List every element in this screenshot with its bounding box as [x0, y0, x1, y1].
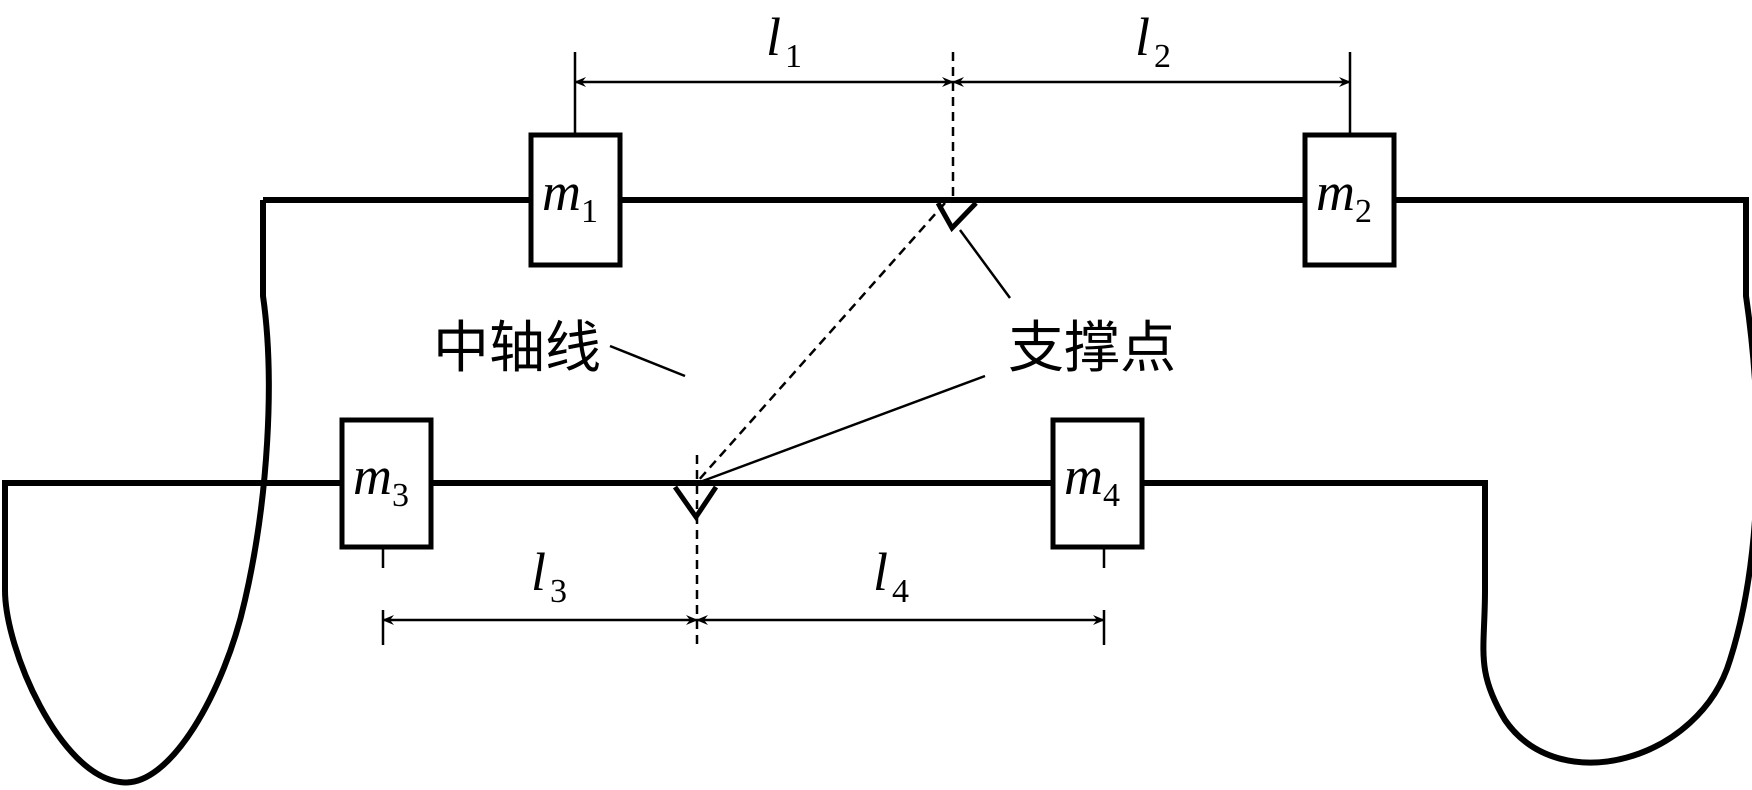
axis-label: 中轴线 — [433, 316, 601, 381]
mass-m2-subscript: 2 — [1355, 193, 1372, 230]
pivot-label: 支撑点 — [1008, 316, 1176, 381]
mass-m1: m1 — [528, 132, 623, 268]
upper-pivot-icon — [935, 201, 978, 233]
mass-m1-symbol: m — [542, 162, 581, 222]
axis-leader-line — [609, 344, 686, 378]
svg-text:m1: m1 — [542, 162, 598, 230]
mass-m2: m2 — [1302, 132, 1397, 268]
lower-pivot-icon — [672, 485, 719, 522]
upper-pivot-leader-line — [958, 229, 1012, 299]
mass-m4-symbol: m — [1064, 446, 1103, 506]
mass-m2-symbol: m — [1316, 162, 1355, 222]
l2-symbol: l — [1135, 7, 1150, 67]
mass-m4-subscript: 4 — [1103, 477, 1120, 514]
l3-subscript: 3 — [550, 573, 567, 610]
l1-subscript: 1 — [785, 38, 802, 75]
mass-m3-subscript: 3 — [392, 477, 409, 514]
l4-subscript: 4 — [892, 573, 909, 610]
upper-frame — [2, 197, 1752, 786]
svg-text:m3: m3 — [353, 446, 409, 514]
l3-symbol: l — [531, 542, 546, 602]
svg-text:m4: m4 — [1064, 446, 1120, 514]
l4-symbol: l — [873, 542, 888, 602]
svg-text:m2: m2 — [1316, 162, 1372, 230]
mass-m4: m4 — [1050, 417, 1145, 550]
mass-m1-subscript: 1 — [581, 193, 598, 230]
lower-pivot-leader-line — [699, 374, 986, 484]
l2-subscript: 2 — [1154, 38, 1171, 75]
mass-m3: m3 — [339, 417, 434, 550]
l1-symbol: l — [766, 7, 781, 67]
mass-m3-symbol: m — [353, 446, 392, 506]
axis-dashed-line — [696, 202, 946, 483]
